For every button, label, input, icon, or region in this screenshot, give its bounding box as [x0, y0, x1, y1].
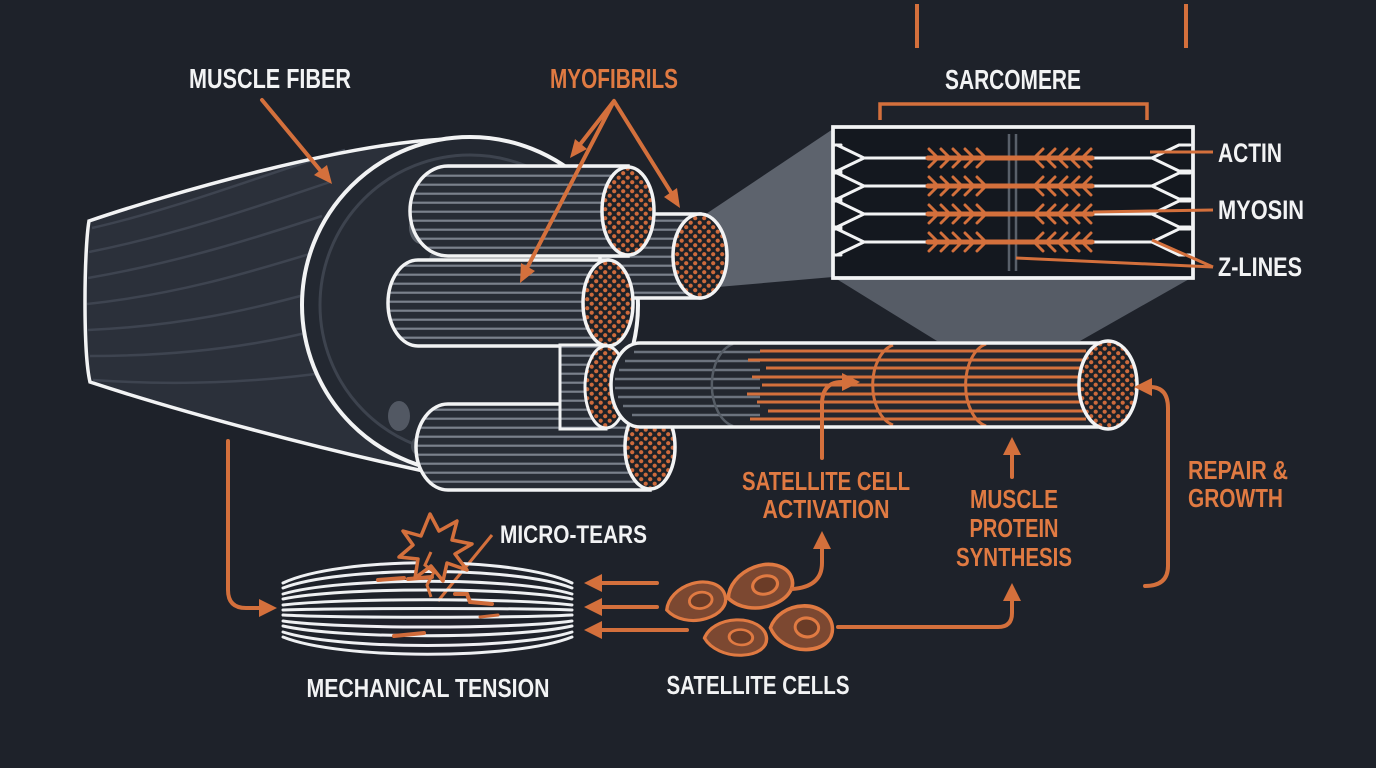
z-lines-label: Z-LINES	[1218, 252, 1302, 282]
muscle-protein-synthesis-label-line1: MUSCLE	[970, 484, 1058, 514]
satellite-cells-group	[665, 562, 835, 657]
sarcomere-label: SARCOMERE	[945, 64, 1081, 95]
satellite-cell	[768, 604, 835, 652]
satellite-cell	[665, 580, 728, 623]
long-myofibril	[609, 339, 1139, 431]
satellite-cell	[726, 562, 795, 610]
muscle-protein-synthesis-label-line2: PROTEIN	[970, 513, 1059, 543]
cells-to-tension-arrows	[584, 574, 689, 639]
muscle-protein-synthesis-label-line3: SYNTHESIS	[956, 542, 1072, 572]
satellite-cell	[702, 618, 769, 657]
satellite-cells-label: SATELLITE CELLS	[667, 670, 850, 700]
repair-growth-label-line2: GROWTH	[1188, 483, 1283, 513]
crop-ticks	[915, 4, 1188, 48]
sarcomere-bands	[871, 342, 987, 428]
myofibril-row2	[386, 258, 635, 348]
fiber-surface-lines	[86, 148, 346, 385]
cells-to-synthesis-arrow	[836, 583, 1021, 629]
fiber-end-cap	[1077, 339, 1139, 431]
mechanical-tension-bundle	[281, 561, 574, 656]
activation-to-fiber-arrow	[820, 373, 860, 460]
sarcomere-detail-box	[833, 125, 1195, 280]
z-lines-leader-lines	[1015, 238, 1214, 269]
myofibril-row1	[408, 164, 656, 258]
actin-label: ACTIN	[1218, 138, 1282, 168]
myosin-label: MYOSIN	[1218, 195, 1304, 225]
mechanical-tension-label: MECHANICAL TENSION	[307, 673, 550, 703]
repair-growth-bracket-arrow	[1134, 378, 1170, 588]
muscle-fiber-arrow	[260, 98, 332, 184]
gray-striations	[615, 350, 760, 417]
micro-tear-marks	[376, 575, 500, 638]
muscle-fiber-label: MUSCLE FIBER	[189, 63, 351, 94]
sarcomere-bracket	[878, 102, 1149, 120]
micro-tears-label: MICRO-TEARS	[500, 521, 647, 549]
cells-to-activation-arrow	[790, 531, 831, 591]
myofibrils-label: MYOFIBRILS	[550, 63, 678, 94]
synthesis-to-fiber-arrow	[1003, 437, 1021, 479]
tension-elbow-arrow	[226, 439, 277, 617]
repair-growth-label-line1: REPAIR &	[1188, 455, 1288, 485]
satellite-cell-activation-label-line1: SATELLITE CELL	[742, 466, 910, 496]
myofibril-bundle	[386, 164, 729, 492]
satellite-cell-activation-label-line2: ACTIVATION	[763, 494, 890, 524]
myofibrils-arrows	[520, 99, 680, 283]
orange-striations	[747, 349, 1086, 421]
micro-tears-starburst	[397, 512, 474, 598]
myosin-leader-line	[1092, 208, 1214, 214]
